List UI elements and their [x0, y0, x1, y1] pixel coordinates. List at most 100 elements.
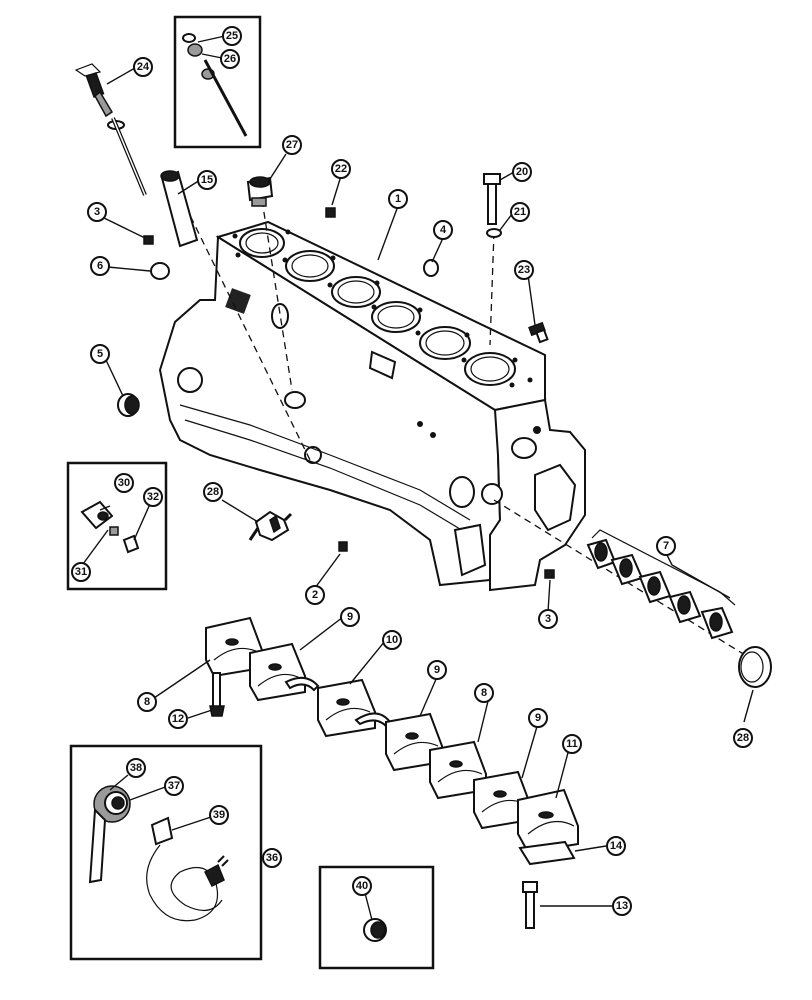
thrust-washer-a	[284, 676, 320, 692]
callout-24: 24	[133, 57, 153, 77]
svg-text:1: 1	[395, 193, 401, 205]
callout-8-b: 8	[474, 683, 494, 703]
callout-31: 31	[71, 562, 91, 582]
pan-rail-line	[179, 404, 471, 521]
cylinder-bores	[239, 228, 516, 386]
svg-text:25: 25	[226, 30, 238, 42]
svg-text:6: 6	[97, 260, 103, 272]
svg-text:39: 39	[213, 809, 225, 821]
svg-text:8: 8	[144, 696, 150, 708]
callout-8-a: 8	[137, 692, 157, 712]
plug-3-lower	[544, 569, 555, 579]
svg-text:3: 3	[94, 206, 100, 218]
svg-text:32: 32	[147, 491, 159, 503]
svg-text:40: 40	[356, 880, 368, 892]
svg-text:21: 21	[514, 206, 526, 218]
callout-21: 21	[510, 202, 530, 222]
svg-text:14: 14	[610, 840, 623, 852]
svg-text:24: 24	[137, 61, 150, 73]
screw-23	[528, 321, 549, 344]
side-boss	[271, 303, 289, 329]
dipstick-tube	[160, 170, 199, 248]
inset-box-plug	[318, 865, 435, 970]
callout-4: 4	[433, 220, 453, 240]
block-heater-parts	[88, 785, 229, 922]
callout-9-a: 9	[340, 607, 360, 627]
svg-text:12: 12	[172, 713, 184, 725]
plug-22	[325, 207, 336, 218]
plug-4	[423, 259, 439, 277]
svg-text:8: 8	[481, 687, 487, 699]
front-bore-1	[449, 476, 475, 508]
svg-text:9: 9	[347, 611, 353, 623]
inset-box-dipstick-seal	[173, 15, 262, 149]
callout-37: 37	[164, 776, 184, 796]
lock-plate-14	[518, 840, 576, 866]
pan-rail-line-2	[184, 419, 471, 536]
bearing-cap-11	[517, 788, 579, 854]
callout-5: 5	[90, 344, 110, 364]
stud-12	[209, 672, 225, 717]
callout-30: 30	[114, 473, 134, 493]
callout-32: 32	[143, 487, 163, 507]
callout-3-lower: 3	[538, 609, 558, 629]
front-window-2	[453, 523, 487, 577]
svg-text:36: 36	[266, 852, 278, 864]
bearing-cap-10	[317, 678, 376, 738]
callout-36: 36	[262, 848, 282, 868]
seal-5	[117, 393, 140, 417]
fitting-27	[246, 176, 274, 207]
callout-11: 11	[562, 734, 582, 754]
svg-text:13: 13	[616, 900, 628, 912]
side-cover	[368, 350, 397, 380]
svg-text:11: 11	[566, 738, 578, 750]
callout-26: 26	[220, 49, 240, 69]
svg-text:15: 15	[201, 174, 213, 186]
rear-hole	[177, 367, 203, 393]
callout-27: 27	[282, 135, 302, 155]
callout-38: 38	[126, 758, 146, 778]
bearing-cap-8-a	[205, 616, 263, 678]
callouts: 1 2 3 3 3 4 5 6 7 8 8 9 9 9 10 11 12 13 …	[71, 26, 753, 916]
bearing-caps	[205, 616, 579, 854]
svg-text:9: 9	[535, 712, 541, 724]
callout-40: 40	[352, 876, 372, 896]
svg-text:5: 5	[97, 348, 103, 360]
svg-text:28: 28	[207, 486, 219, 498]
callout-12: 12	[168, 709, 188, 729]
front-window-1	[534, 463, 577, 532]
callout-25: 25	[222, 26, 242, 46]
cylinder-block	[158, 220, 586, 592]
dipstick-seal-parts	[182, 33, 248, 137]
svg-text:31: 31	[75, 566, 87, 578]
front-bore-3	[511, 437, 537, 459]
callout-6: 6	[90, 256, 110, 276]
dipstick	[74, 63, 147, 196]
svg-text:30: 30	[118, 477, 130, 489]
inset-box-fitting	[66, 461, 168, 591]
callout-20: 20	[512, 162, 532, 182]
callout-9-b: 9	[427, 660, 447, 680]
inset-box-block-heater	[69, 744, 263, 961]
callout-2: 2	[305, 585, 325, 605]
svg-text:2: 2	[312, 589, 318, 601]
svg-text:7: 7	[663, 540, 669, 552]
svg-text:37: 37	[168, 780, 180, 792]
callout-23: 23	[514, 260, 534, 280]
front-hole	[533, 426, 541, 434]
svg-text:9: 9	[434, 664, 440, 676]
fitting-inset-parts	[80, 500, 140, 554]
sensor-28	[248, 510, 293, 542]
svg-text:27: 27	[286, 139, 298, 151]
callout-28-seal: 28	[733, 728, 753, 748]
plug-3-top	[143, 235, 154, 245]
svg-text:22: 22	[335, 163, 347, 175]
cam-bushings-7	[586, 529, 736, 640]
bearing-cap-9-a	[249, 642, 306, 702]
svg-text:38: 38	[130, 762, 142, 774]
callout-22: 22	[331, 159, 351, 179]
plug-2	[338, 541, 348, 552]
svg-text:23: 23	[518, 264, 530, 276]
